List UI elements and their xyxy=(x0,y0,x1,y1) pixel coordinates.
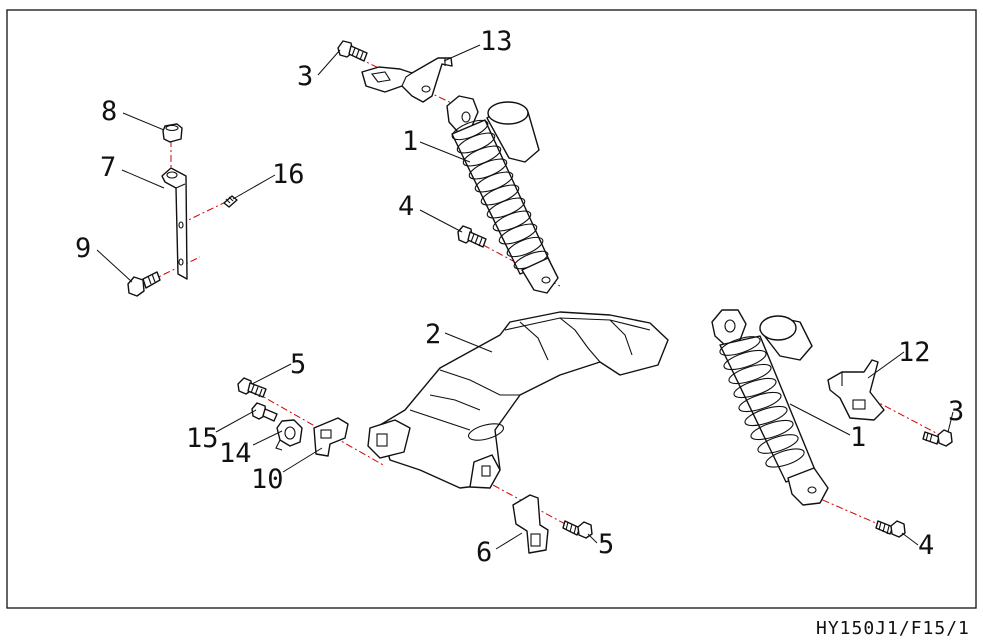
nut-part-8 xyxy=(162,123,183,143)
callout-7: 7 xyxy=(100,152,116,183)
drawing-code: HY150J1/F15/1 xyxy=(816,618,970,639)
callout-3-top: 3 xyxy=(297,61,313,92)
upper-bracket-part-13 xyxy=(361,57,453,103)
callout-4-upper: 4 xyxy=(398,191,414,222)
side-bracket-part-12 xyxy=(827,359,885,421)
leader-lines xyxy=(96,44,954,550)
shock-absorber-part-1-upper xyxy=(446,95,559,294)
drawing-frame xyxy=(6,9,977,609)
bolt-part-3-right xyxy=(922,429,953,447)
rear-fender-part-2 xyxy=(367,311,669,489)
callout-6: 6 xyxy=(476,537,492,568)
callout-1-upper: 1 xyxy=(402,126,418,157)
callout-14: 14 xyxy=(219,438,252,469)
callout-15: 15 xyxy=(186,423,219,454)
callout-5-right: 5 xyxy=(598,529,614,560)
callout-2: 2 xyxy=(425,319,441,350)
callout-12: 12 xyxy=(898,337,931,368)
callout-13: 13 xyxy=(480,26,513,57)
callout-3-right: 3 xyxy=(948,396,964,427)
callout-16: 16 xyxy=(272,159,305,190)
bolt-part-4-upper xyxy=(457,225,487,248)
bolt-part-5-left xyxy=(237,377,267,398)
bolt-part-15 xyxy=(251,402,278,422)
callout-labels: 3 13 1 4 8 7 16 9 2 5 15 14 10 6 5 12 3 … xyxy=(75,26,964,568)
bolt-part-3-top xyxy=(337,40,368,62)
callout-8: 8 xyxy=(101,96,117,127)
clamp-part-14 xyxy=(275,419,303,451)
callout-9: 9 xyxy=(75,233,91,264)
bolt-part-4-right xyxy=(875,520,906,538)
bolt-part-5-right xyxy=(562,520,593,539)
shock-absorber-part-1-lower xyxy=(711,309,829,506)
stay-bracket-part-7 xyxy=(161,167,188,280)
callout-10: 10 xyxy=(251,464,284,495)
callout-5-left: 5 xyxy=(290,349,306,380)
callout-4-right: 4 xyxy=(918,530,934,561)
bolt-part-9 xyxy=(127,271,161,297)
callout-1-lower: 1 xyxy=(850,422,866,453)
bracket-part-6 xyxy=(512,494,549,554)
assembly-centerlines xyxy=(149,57,941,533)
plate-bracket-part-10 xyxy=(313,417,349,457)
